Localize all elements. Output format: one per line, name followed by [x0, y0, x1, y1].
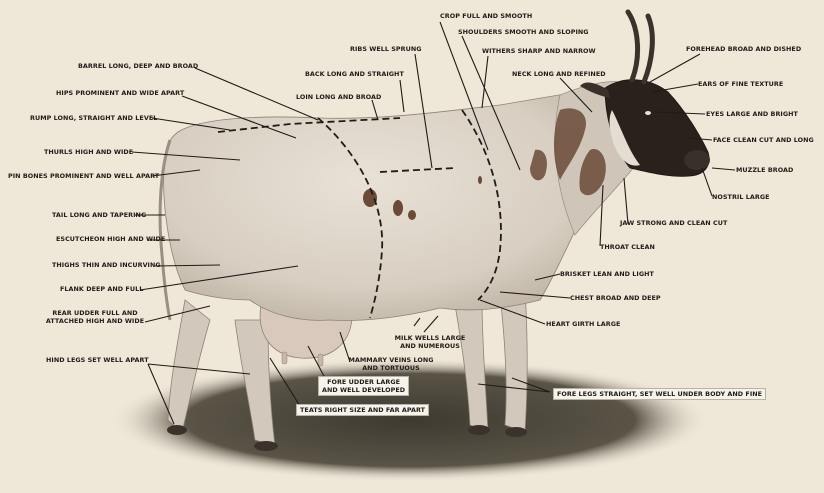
label-flank: FLANK DEEP AND FULL	[60, 285, 143, 293]
eye	[645, 111, 651, 115]
label-mammary-line1: MAMMARY VEINS LONG	[346, 356, 436, 364]
label-milk-wells-line2: AND NUMEROUS	[380, 342, 480, 350]
label-heart-girth: HEART GIRTH LARGE	[546, 320, 620, 328]
label-hips: HIPS PROMINENT AND WIDE APART	[56, 89, 184, 97]
label-fore-udder: FORE UDDER LARGE AND WELL DEVELOPED	[318, 376, 409, 396]
label-escutcheon: ESCUTCHEON HIGH AND WIDE	[56, 235, 165, 243]
muzzle	[684, 150, 710, 170]
label-eyes: EYES LARGE AND BRIGHT	[706, 110, 798, 118]
label-ribs: RIBS WELL SPRUNG	[350, 45, 422, 53]
grass-base	[110, 358, 710, 482]
label-fore-legs: FORE LEGS STRAIGHT, SET WELL UNDER BODY …	[553, 388, 766, 400]
label-rear-udder-line2: ATTACHED HIGH AND WIDE	[40, 317, 150, 325]
label-barrel: BARREL LONG, DEEP AND BROAD	[78, 62, 198, 70]
label-pinbones: PIN BONES PROMINENT AND WELL APART	[8, 172, 159, 180]
label-face: FACE CLEAN CUT AND LONG	[713, 136, 814, 144]
label-mammary-veins: MAMMARY VEINS LONG AND TORTUOUS	[346, 356, 436, 372]
label-milk-wells-line1: MILK WELLS LARGE	[380, 334, 480, 342]
label-loin: LOIN LONG AND BROAD	[296, 93, 381, 101]
label-thurls: THURLS HIGH AND WIDE	[44, 148, 133, 156]
label-rear-udder-line1: REAR UDDER FULL AND	[40, 309, 150, 317]
label-hind-legs: HIND LEGS SET WELL APART	[46, 356, 149, 364]
label-jaw: JAW STRONG AND CLEAN CUT	[620, 219, 727, 227]
horns	[628, 12, 652, 82]
label-throat: THROAT CLEAN	[600, 243, 655, 251]
label-tail: TAIL LONG AND TAPERING	[52, 211, 146, 219]
label-ears: EARS OF FINE TEXTURE	[698, 80, 783, 88]
label-brisket: BRISKET LEAN AND LIGHT	[560, 270, 654, 278]
label-withers: WITHERS SHARP AND NARROW	[482, 47, 596, 55]
label-fore-udder-line1: FORE UDDER LARGE	[322, 378, 405, 386]
label-teats: TEATS RIGHT SIZE AND FAR APART	[296, 404, 429, 416]
label-rump: RUMP LONG, STRAIGHT AND LEVEL	[30, 114, 157, 122]
label-neck: NECK LONG AND REFINED	[512, 70, 606, 78]
label-back: BACK LONG AND STRAIGHT	[305, 70, 404, 78]
label-shoulders: SHOULDERS SMOOTH AND SLOPING	[458, 28, 589, 36]
label-rear-udder: REAR UDDER FULL AND ATTACHED HIGH AND WI…	[40, 309, 150, 325]
label-muzzle: MUZZLE BROAD	[736, 166, 793, 174]
label-mammary-line2: AND TORTUOUS	[346, 364, 436, 372]
label-chest: CHEST BROAD AND DEEP	[570, 294, 661, 302]
label-milk-wells: MILK WELLS LARGE AND NUMEROUS	[380, 334, 480, 350]
label-thighs: THIGHS THIN AND INCURVING	[52, 261, 161, 269]
label-crop: CROP FULL AND SMOOTH	[440, 12, 532, 20]
label-forehead: FOREHEAD BROAD AND DISHED	[686, 45, 801, 53]
cow-body	[164, 88, 613, 321]
label-nostril: NOSTRIL LARGE	[712, 193, 770, 201]
label-fore-udder-line2: AND WELL DEVELOPED	[322, 386, 405, 394]
